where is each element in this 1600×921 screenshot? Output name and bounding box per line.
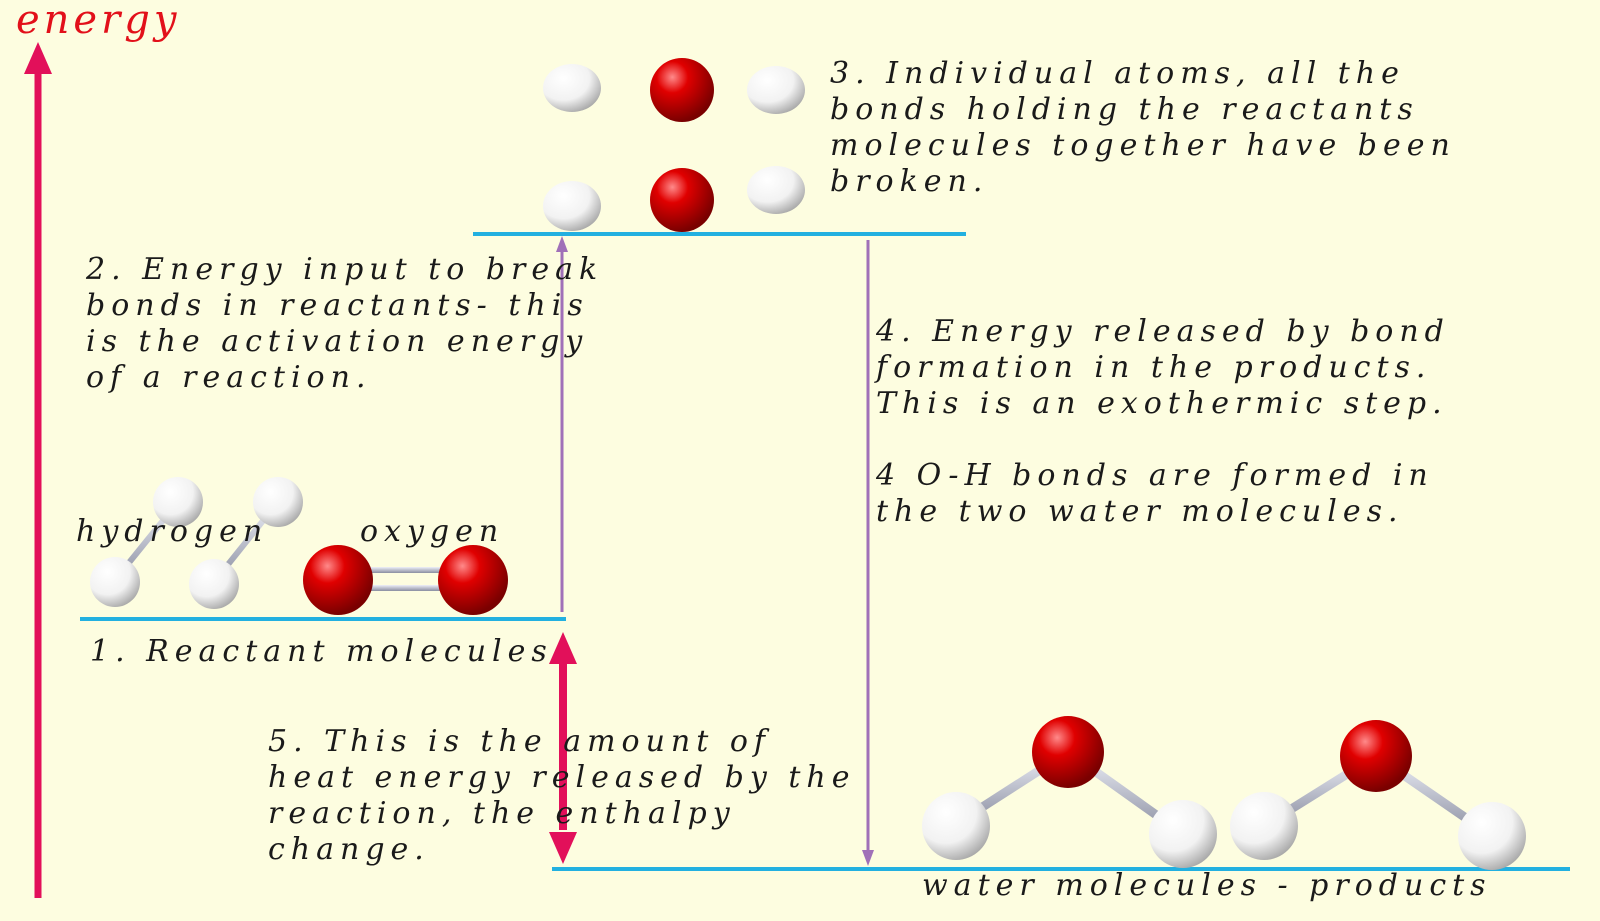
annotation-line: bonds holding the reactants <box>830 92 1419 127</box>
step4-annotation: 4. Energy released by bond formation in … <box>876 314 1450 422</box>
step5-annotation: 5. This is the amount of heat energy rel… <box>268 724 855 868</box>
hydrogen-atom <box>90 557 140 607</box>
bond-formation-arrow <box>862 240 874 866</box>
oxygen-atom <box>1340 720 1412 792</box>
annotation-line: 3. Individual atoms, all the <box>830 56 1405 91</box>
annotation-line: molecules together have been <box>830 128 1456 163</box>
step4b-annotation: 4 O-H bonds are formed in the two water … <box>876 458 1434 530</box>
water-molecule <box>1230 720 1526 870</box>
annotation-line: 2. Energy input to break <box>86 252 604 287</box>
annotation-line: 4. Energy released by bond <box>876 314 1450 349</box>
annotation-line: is the activation energy <box>86 324 589 359</box>
annotation-line: 4 O-H bonds are formed in <box>876 458 1434 493</box>
annotation-line: formation in the products. <box>876 350 1432 385</box>
enthalpy-change-arrow <box>549 632 577 864</box>
hydrogen-atom <box>747 66 805 114</box>
energy-axis <box>24 42 52 898</box>
annotation-line: heat energy released by the <box>268 760 856 795</box>
oxygen-atom <box>438 545 508 615</box>
hydrogen-atom <box>153 477 203 527</box>
reactants-level-label: 1. Reactant molecules <box>90 634 553 669</box>
hydrogen-atom <box>543 64 601 112</box>
annotation-line: This is an exothermic step. <box>876 386 1448 421</box>
annotation-line: 5. This is the amount of <box>268 724 772 759</box>
hydrogen-molecule <box>90 477 203 607</box>
oxygen-atom <box>650 168 714 232</box>
reactant-molecules <box>90 477 508 615</box>
hydrogen-atom <box>1230 792 1298 860</box>
annotation-line: the two water molecules. <box>876 494 1404 529</box>
water-molecule <box>922 716 1217 868</box>
hydrogen-atom <box>747 166 805 214</box>
hydrogen-atom <box>922 792 990 860</box>
activation-energy-arrow <box>556 236 568 612</box>
step3-annotation: 3. Individual atoms, all the bonds holdi… <box>830 56 1456 200</box>
hydrogen-atom <box>1149 800 1217 868</box>
products-level-label: water molecules - products <box>922 868 1492 903</box>
hydrogen-atom <box>543 181 601 231</box>
annotation-line: of a reaction. <box>86 360 372 395</box>
individual-atoms <box>543 58 805 232</box>
annotation-line: bonds in reactants- this <box>86 288 589 323</box>
oxygen-molecule <box>303 545 508 615</box>
oxygen-atom <box>650 58 714 122</box>
oxygen-atom <box>303 545 373 615</box>
oxygen-label: oxygen <box>360 514 505 549</box>
hydrogen-atom <box>253 477 303 527</box>
energy-axis-arrowhead <box>24 42 52 74</box>
hydrogen-atom <box>1458 802 1526 870</box>
step2-annotation: 2. Energy input to break bonds in reacta… <box>86 252 603 396</box>
hydrogen-molecule <box>189 477 303 609</box>
oxygen-atom <box>1032 716 1104 788</box>
energy-axis-label: energy <box>16 0 181 43</box>
annotation-line: change. <box>268 832 430 867</box>
annotation-line: reaction, the enthalpy <box>268 796 736 831</box>
hydrogen-label: hydrogen <box>76 514 269 549</box>
hydrogen-atom <box>189 559 239 609</box>
annotation-line: broken. <box>830 164 989 199</box>
product-molecules <box>922 716 1526 870</box>
